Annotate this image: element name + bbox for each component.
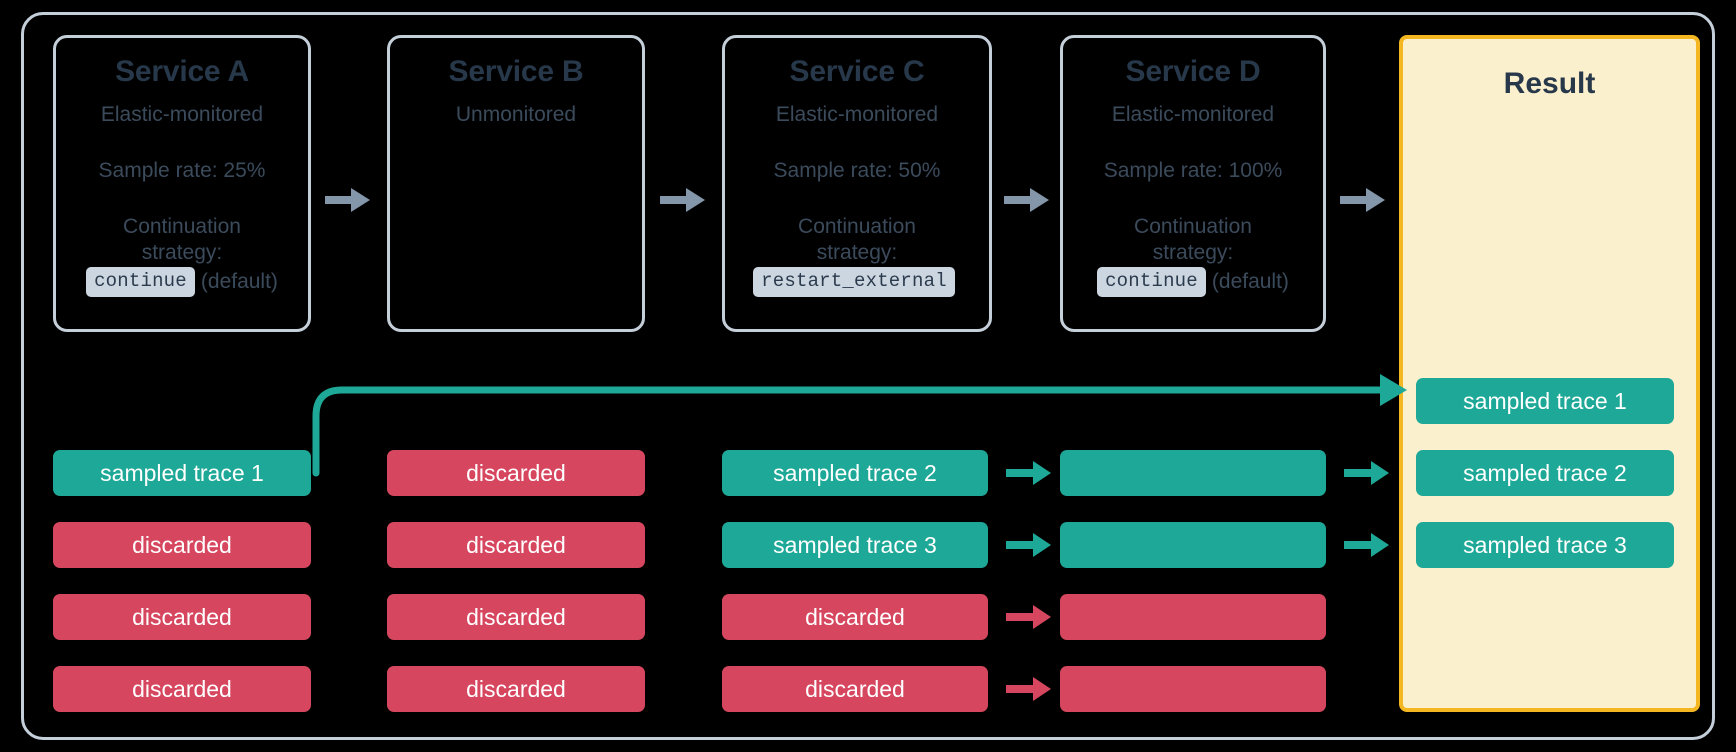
service-d-strategy-label-2: strategy: <box>1152 240 1234 264</box>
result-pill-3: sampled trace 3 <box>1416 522 1674 568</box>
service-d-strategy-note: (default) <box>1211 270 1289 294</box>
service-d-strategy-value: continue <box>1097 267 1206 297</box>
service-c-monitoring: Elastic-monitored <box>775 102 939 126</box>
service-card-a: Service A Elastic-monitored Sample rate:… <box>53 35 311 332</box>
trace-pill-a-3: discarded <box>53 594 311 640</box>
trace-pill-d-4 <box>1060 666 1326 712</box>
trace-pill-c-3: discarded <box>722 594 988 640</box>
service-b-title: Service B <box>448 55 584 88</box>
flow-arrow-d-to-result-icon <box>1340 188 1385 212</box>
service-a-strategy-note: (default) <box>200 270 278 294</box>
spacer <box>66 184 298 214</box>
service-a-monitoring: Elastic-monitored <box>100 102 264 126</box>
service-card-d: Service D Elastic-monitored Sample rate:… <box>1060 35 1326 332</box>
spacer <box>735 128 979 158</box>
spacer <box>66 128 298 158</box>
service-a-strategy-label-1: Continuation <box>123 215 241 238</box>
trace-arrow-d-to-result-1-icon <box>1344 461 1389 485</box>
trace-arrow-d-to-result-2-icon <box>1344 533 1389 557</box>
spacer <box>735 184 979 214</box>
trace-arrow-c-to-d-3-icon <box>1006 605 1051 629</box>
service-a-strategy-value: continue <box>86 267 195 297</box>
spacer <box>1073 184 1313 214</box>
trace-pill-b-3: discarded <box>387 594 645 640</box>
trace-pill-b-2: discarded <box>387 522 645 568</box>
trace-pill-c-1: sampled trace 2 <box>722 450 988 496</box>
result-panel-title: Result <box>1503 67 1596 100</box>
result-pill-1: sampled trace 1 <box>1416 378 1674 424</box>
flow-arrow-b-to-c-icon <box>660 188 705 212</box>
trace-arrow-c-to-d-2-icon <box>1006 533 1051 557</box>
result-pill-2: sampled trace 2 <box>1416 450 1674 496</box>
service-c-strategy-label-1: Continuation <box>798 215 916 238</box>
service-c-strategy-label-2: strategy: <box>816 240 898 264</box>
service-a-sample-rate: Sample rate: 25% <box>98 158 266 182</box>
service-b-monitoring: Unmonitored <box>455 102 577 126</box>
spacer <box>1073 128 1313 158</box>
service-a-strategy-label-2: strategy: <box>141 240 223 264</box>
service-c-title: Service C <box>789 55 925 88</box>
trace-arrow-c-to-d-4-icon <box>1006 677 1051 701</box>
trace-arrow-c-to-d-1-icon <box>1006 461 1051 485</box>
flow-arrow-c-to-d-icon <box>1004 188 1049 212</box>
service-d-title: Service D <box>1125 55 1261 88</box>
trace-pill-a-1: sampled trace 1 <box>53 450 311 496</box>
trace-pill-a-2: discarded <box>53 522 311 568</box>
result-panel: Result <box>1399 35 1700 712</box>
service-c-strategy-row: restart_external <box>735 267 979 297</box>
service-d-monitoring: Elastic-monitored <box>1111 102 1275 126</box>
service-d-strategy-label-1: Continuation <box>1134 215 1252 238</box>
trace-pill-b-1: discarded <box>387 450 645 496</box>
service-a-title: Service A <box>115 55 249 88</box>
service-c-strategy-value: restart_external <box>753 267 955 297</box>
service-card-b: Service B Unmonitored <box>387 35 645 332</box>
service-c-sample-rate: Sample rate: 50% <box>773 158 941 182</box>
trace-pill-c-2: sampled trace 3 <box>722 522 988 568</box>
flow-arrow-a-to-b-icon <box>325 188 370 212</box>
trace-pill-d-3 <box>1060 594 1326 640</box>
service-card-c: Service C Elastic-monitored Sample rate:… <box>722 35 992 332</box>
trace-pill-d-2 <box>1060 522 1326 568</box>
service-d-strategy-row: continue(default) <box>1073 267 1313 297</box>
service-d-sample-rate: Sample rate: 100% <box>1103 158 1283 182</box>
trace-pill-d-1 <box>1060 450 1326 496</box>
trace-pill-b-4: discarded <box>387 666 645 712</box>
trace-pill-a-4: discarded <box>53 666 311 712</box>
trace-pill-c-4: discarded <box>722 666 988 712</box>
service-a-strategy-row: continue(default) <box>66 267 298 297</box>
